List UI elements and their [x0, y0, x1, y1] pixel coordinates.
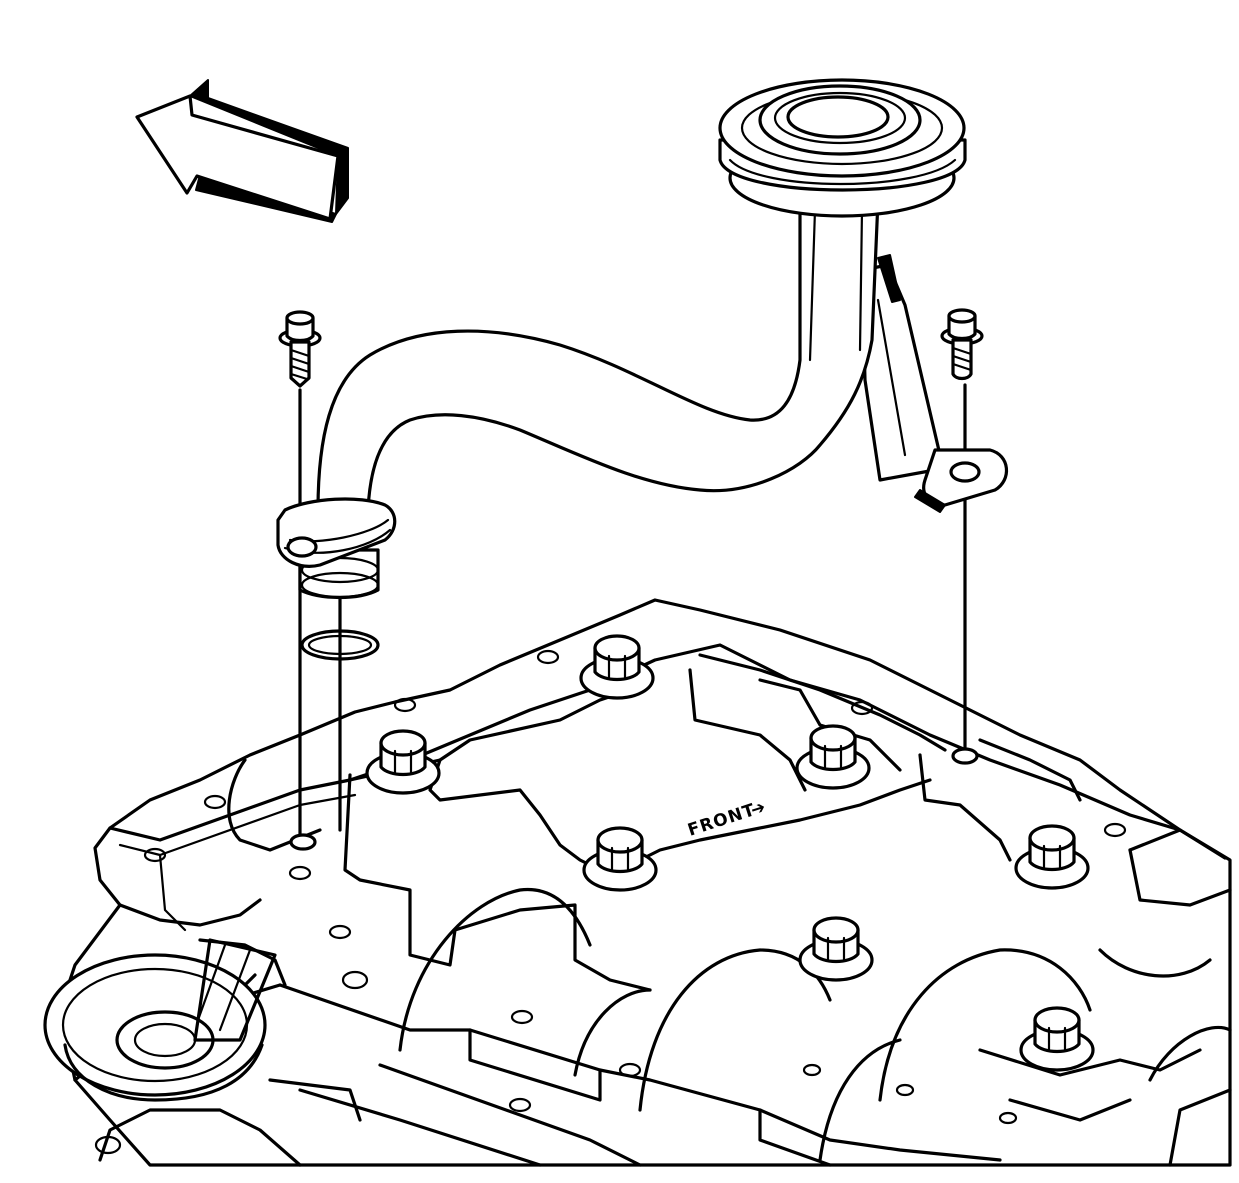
bracket-bolt-right: [940, 308, 984, 381]
cap-bolt: [798, 916, 874, 982]
oil-pump-screen: [276, 78, 1009, 600]
deck-holes: [94, 649, 1127, 1155]
cap-bolt: [1014, 824, 1090, 890]
bracket-bolt-hole: [951, 747, 979, 765]
pickup-tube-bolt-left: [278, 310, 322, 388]
pickup-tube-port: [289, 833, 317, 851]
cap-bolt: [1019, 1006, 1095, 1072]
cap-bolt: [795, 724, 871, 790]
cap-bolt: [579, 634, 655, 700]
front-direction-arrow: [135, 79, 349, 223]
cap-bolt: [582, 826, 658, 892]
cap-bolt: [365, 729, 441, 795]
bearing-cap-bolts: [365, 634, 1095, 1072]
front-stamp-arrow: ➔: [748, 797, 769, 821]
o-ring-seal: [300, 629, 380, 661]
